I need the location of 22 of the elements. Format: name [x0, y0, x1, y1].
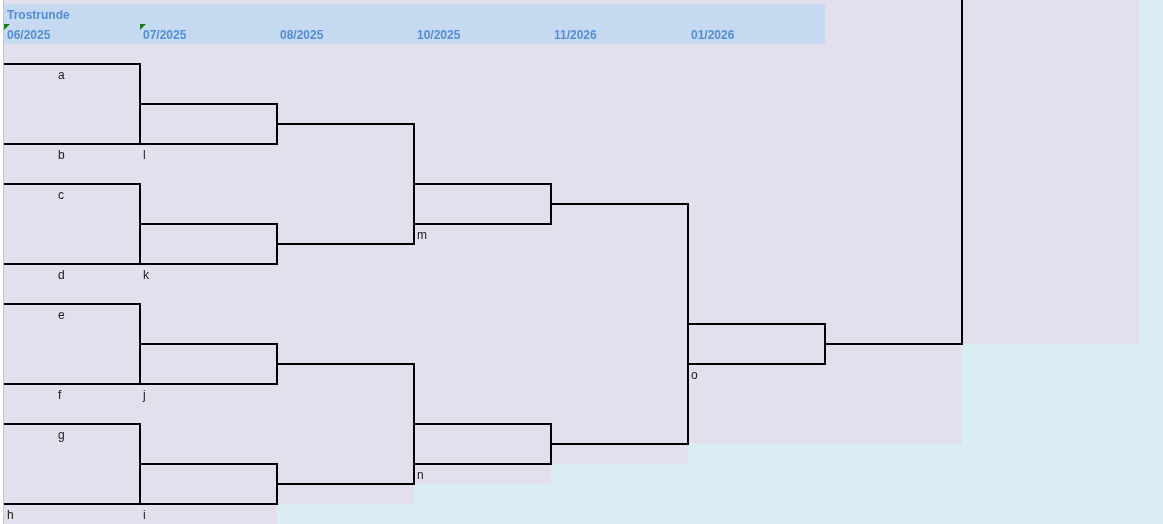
date-heading: 01/2026	[691, 28, 735, 42]
player-label: b	[58, 148, 65, 162]
player-label: c	[58, 188, 64, 202]
player-label: d	[58, 268, 65, 282]
player-label: g	[58, 428, 65, 442]
date-heading: 06/2025	[7, 28, 51, 42]
player-label: k	[143, 268, 149, 282]
player-label: l	[143, 148, 146, 162]
date-heading: 11/2026	[554, 28, 597, 42]
player-label: o	[691, 368, 698, 382]
player-label: m	[417, 228, 427, 242]
player-label: e	[58, 308, 65, 322]
player-label: i	[143, 508, 146, 522]
player-label: a	[58, 68, 65, 82]
sheet-title: Trostrunde	[7, 8, 70, 22]
player-label: j	[143, 388, 146, 402]
date-heading: 07/2025	[143, 28, 187, 42]
player-label: h	[7, 508, 14, 522]
player-label: f	[58, 388, 62, 402]
date-heading: 10/2025	[417, 28, 461, 42]
player-label: n	[417, 468, 424, 482]
date-heading: 08/2025	[280, 28, 324, 42]
